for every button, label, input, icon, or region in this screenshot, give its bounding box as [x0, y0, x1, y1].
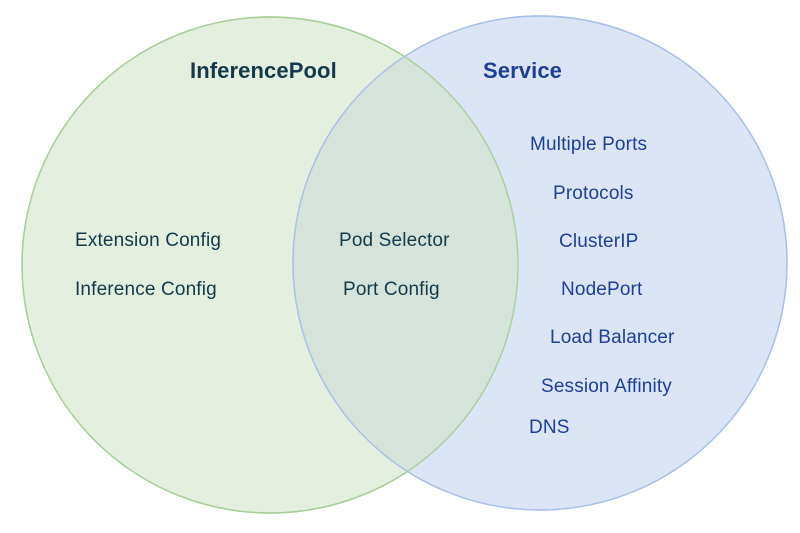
- set-title-service: Service: [483, 58, 562, 83]
- intersection-item: Pod Selector: [339, 230, 450, 251]
- inferencepool-item: Extension Config: [75, 230, 222, 251]
- circle-intersection-region: [293, 17, 518, 510]
- service-item: Multiple Ports: [530, 134, 648, 155]
- service-item: Protocols: [553, 183, 634, 204]
- circle-service-outline: [292, 15, 788, 511]
- set-title-inferencepool: InferencePool: [190, 58, 337, 83]
- service-item: DNS: [529, 417, 570, 438]
- circle-inferencepool-outline: [21, 16, 519, 514]
- service-item: Session Affinity: [541, 376, 672, 397]
- service-item: ClusterIP: [559, 231, 639, 252]
- service-item: NodePort: [561, 279, 643, 300]
- inferencepool-item: Inference Config: [75, 279, 217, 300]
- intersection-item: Port Config: [343, 279, 440, 300]
- service-item: Load Balancer: [550, 327, 675, 348]
